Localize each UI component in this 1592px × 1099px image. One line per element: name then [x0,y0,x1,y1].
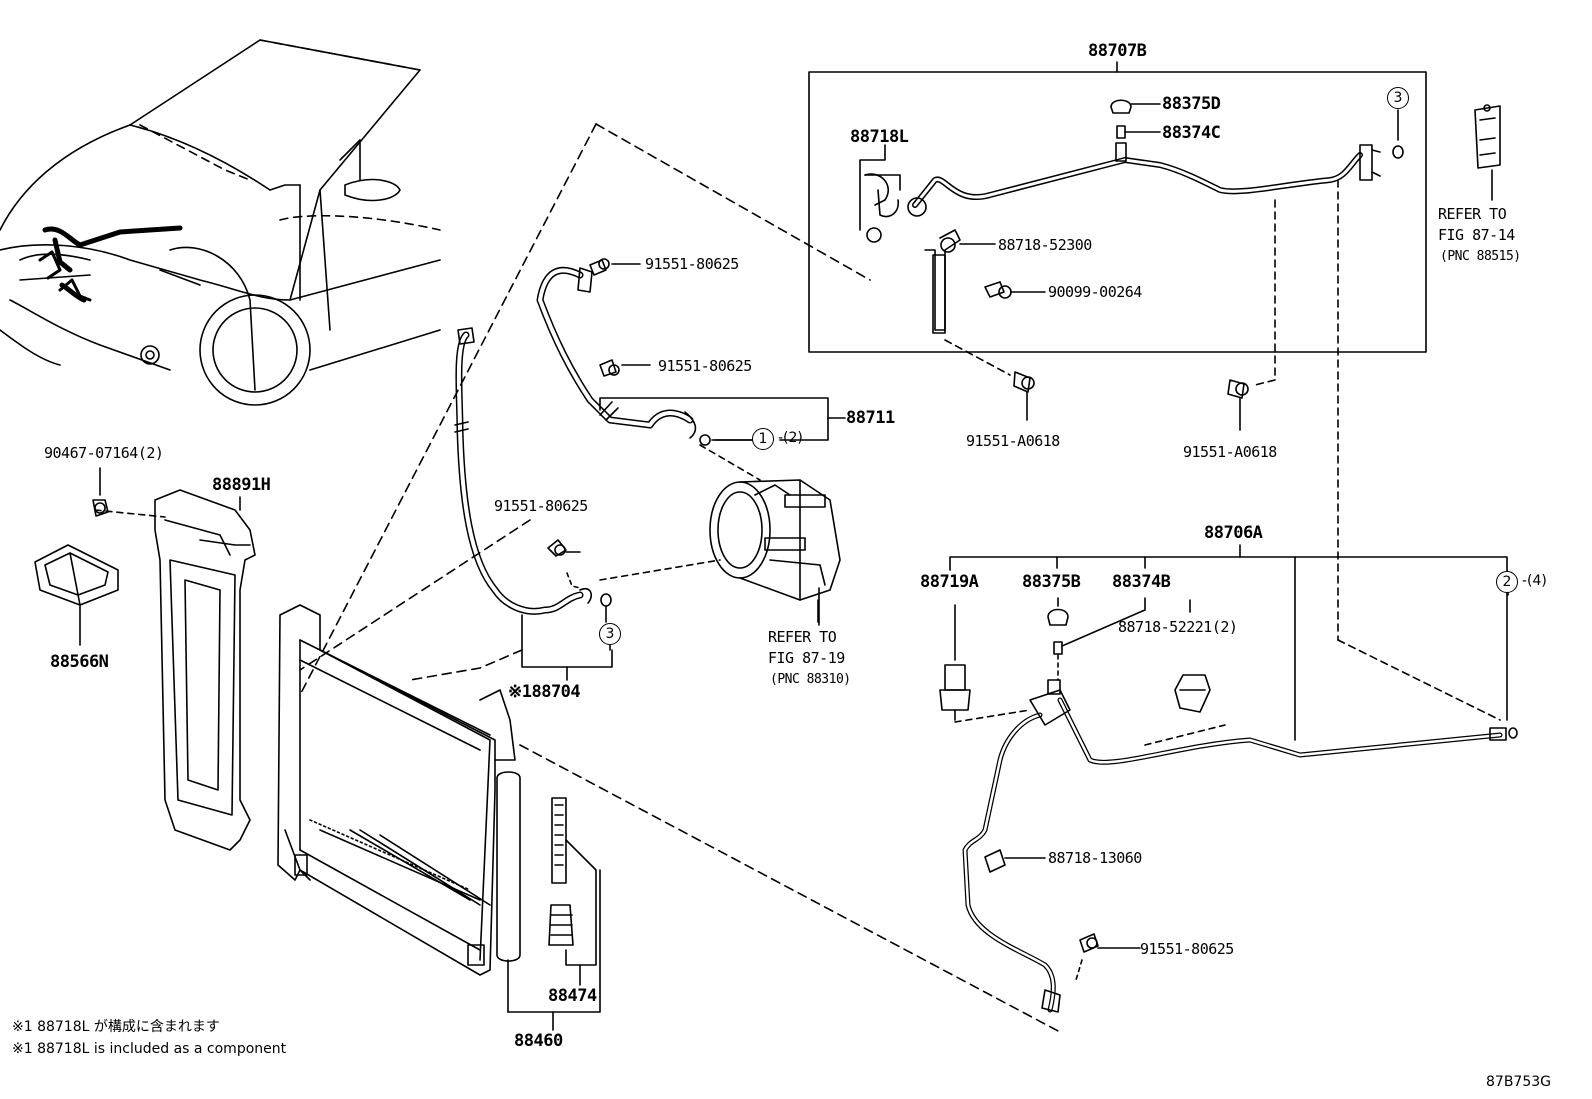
part-88719a[interactable]: 88719A [920,572,979,592]
callout-3-mid: 3 [599,623,621,645]
part-88718-52221[interactable]: 88718-52221(2) [1118,618,1238,636]
part-88711[interactable]: 88711 [846,408,895,428]
pipe-88707b [907,142,1381,217]
refer-fig-87-19-line2[interactable]: FIG 87-19 [768,649,845,667]
part-88704[interactable]: ※188704 [508,682,581,702]
part-91551-80625-upper[interactable]: 91551-80625 [645,255,739,273]
callout-2-qty: -(4) [1522,573,1547,589]
refer-fig-87-14-pnc: (PNC 88515) [1440,249,1521,264]
group-box-88707b [808,71,1427,353]
part-90099-00264[interactable]: 90099-00264 [1048,283,1142,301]
part-88718l[interactable]: 88718L [850,127,909,147]
part-90467-07164[interactable]: 90467-07164(2) [44,444,164,462]
callout-3-top: 3 [1387,87,1409,109]
part-91551-80625-left[interactable]: 91551-80625 [494,497,588,515]
hose-88711 [536,266,711,446]
condenser-88460 [277,604,601,1031]
shroud-88891h [94,489,256,851]
group-88706a [949,544,1518,1013]
part-88474[interactable]: 88474 [548,986,597,1006]
part-88718-13060[interactable]: 88718-13060 [1048,849,1142,867]
note-english: ※1 88718L is included as a component [12,1041,287,1057]
part-88374c[interactable]: 88374C [1162,123,1221,143]
refer-fig-87-14-line2[interactable]: FIG 87-14 [1438,226,1515,244]
callout-1: 1 [752,428,774,450]
figure-id: 87B753G [1486,1074,1551,1090]
part-91551-80625-mid[interactable]: 91551-80625 [658,357,752,375]
compressor [599,444,841,623]
callout-2: 2 [1496,571,1518,593]
part-91551-a0618-right[interactable]: 91551-A0618 [1183,443,1277,461]
part-88460[interactable]: 88460 [514,1031,563,1051]
part-88891h[interactable]: 88891H [212,475,271,495]
part-91551-80625-lower[interactable]: 91551-80625 [1140,940,1234,958]
car-outline [0,39,441,406]
part-88706a[interactable]: 88706A [1204,523,1263,543]
part-91551-a0618-left[interactable]: 91551-A0618 [966,432,1060,450]
filter-88474 [548,797,597,986]
refer-fig-87-14-line1[interactable]: REFER TO [1438,205,1507,223]
part-88375d[interactable]: 88375D [1162,94,1221,114]
callout-1-qty: -(2) [778,430,803,446]
note-japanese: ※1 88718L が構成に含まれます [12,1019,220,1035]
part-88374b[interactable]: 88374B [1112,572,1171,592]
hose-88704 [454,327,612,615]
duct-88566n [34,544,119,646]
refer-fig-87-19-line1[interactable]: REFER TO [768,628,837,646]
part-88707b[interactable]: 88707B [1088,41,1147,61]
part-88375b[interactable]: 88375B [1022,572,1081,592]
part-88718-52300[interactable]: 88718-52300 [998,236,1092,254]
part-88566n[interactable]: 88566N [50,652,109,672]
refer-fig-87-19-pnc: (PNC 88310) [770,672,851,687]
expansion-valve [1474,104,1501,201]
